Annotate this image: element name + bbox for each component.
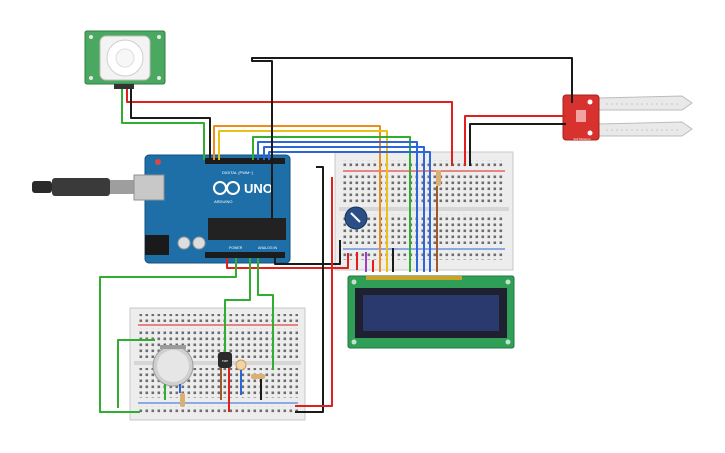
lcd-module [347, 275, 515, 349]
temp-sensor-label: TMP [222, 359, 228, 363]
wire-lcd-5 [263, 146, 425, 272]
wire-ldr-signal [257, 258, 274, 370]
wire-lcd-3 [252, 136, 411, 272]
wire-arduino-gnd [274, 240, 341, 265]
arduino-brand: UNO [244, 181, 273, 196]
wires [99, 57, 573, 413]
wire-gas-left [117, 339, 155, 408]
resistor-3 [436, 170, 441, 186]
pir-sensor [84, 30, 166, 89]
wire-soil-top-black [251, 57, 573, 220]
analog-header-label: ANALOG IN [258, 246, 278, 250]
soil-moisture-sensor: Soil Moisture [562, 94, 693, 141]
wire-pir-vcc [121, 89, 205, 160]
wire-gas-signal [99, 258, 237, 413]
wire-lcd-6 [268, 151, 431, 272]
wire-soil-red [464, 115, 566, 166]
photoresistor [235, 359, 247, 371]
wire-pir-signal [126, 89, 453, 166]
gas-sensor [152, 345, 194, 387]
wire-lcd-2 [218, 130, 388, 272]
potentiometer [344, 206, 368, 230]
wire-bottom-gnd [295, 166, 324, 413]
soil-sensor-label: Soil Moisture [573, 137, 591, 141]
power-header-label: POWER [229, 246, 243, 250]
resistor-1 [251, 374, 265, 379]
wire-pir-gnd [130, 89, 211, 160]
resistor-2 [180, 393, 185, 407]
wire-soil-black [469, 123, 566, 166]
wire-lcd-1 [213, 125, 381, 272]
wire-arduino-5v [226, 253, 349, 269]
wire-lcd-4 [257, 141, 418, 272]
arduino-uno-board: UNO ARDUINO DIGITAL (PWM~) POWER ANALOG … [32, 154, 291, 264]
wire-bottom-vcc [295, 177, 333, 407]
digital-header-label: DIGITAL (PWM~) [222, 170, 254, 175]
temperature-sensor: TMP [218, 352, 232, 368]
arduino-brand-sub: ARDUINO [214, 199, 232, 204]
wire-tmp-signal [224, 258, 251, 352]
